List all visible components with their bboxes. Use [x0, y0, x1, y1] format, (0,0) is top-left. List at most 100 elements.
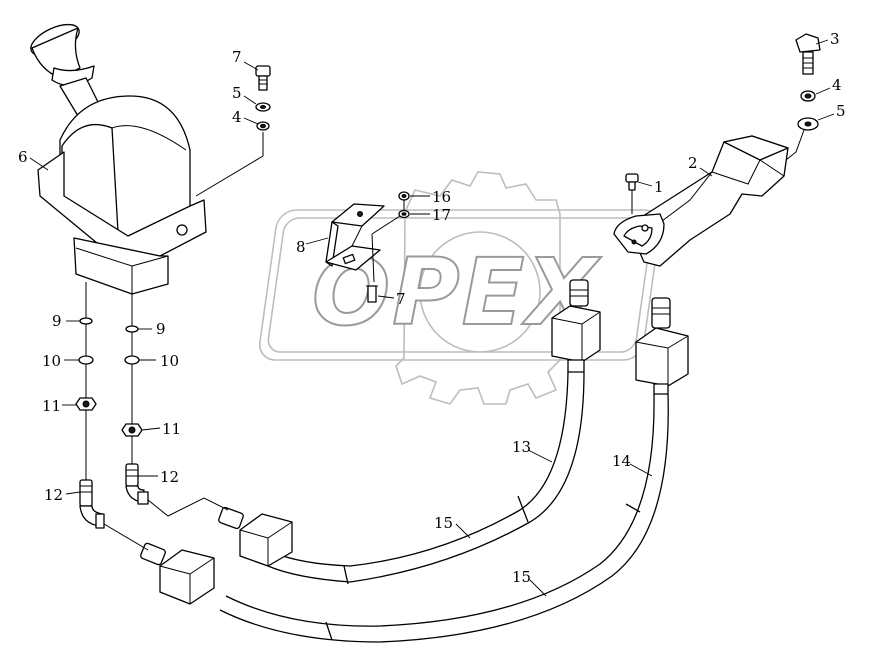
callout-10a: 10 — [42, 352, 61, 370]
bracket-leader — [371, 233, 375, 283]
washer-4-right-hole — [804, 93, 812, 99]
hose-14-lower-nipple — [140, 542, 166, 566]
callout-4l: 4 — [232, 108, 242, 126]
watermark-frame-inner — [267, 217, 653, 353]
leader-1 — [637, 181, 653, 187]
fitting-14-hex-edge — [635, 335, 689, 386]
leader-2 — [699, 167, 713, 177]
bracket-vertical-leg — [325, 221, 339, 267]
lever-pivot-dot — [631, 239, 637, 245]
washer-5-left-hole — [260, 105, 266, 109]
leader-14 — [629, 463, 653, 477]
leader-7b — [377, 295, 395, 299]
leader-15b — [529, 579, 547, 597]
hose-14-inner — [219, 393, 669, 643]
hand-brake-valve — [30, 23, 207, 295]
callout-11b: 11 — [162, 420, 181, 438]
hose-13-lower-nipple — [218, 506, 244, 530]
screw-1 — [625, 173, 639, 214]
callout-5r: 5 — [836, 102, 846, 120]
hose-13-outer — [271, 371, 569, 567]
fitting-14-hex — [635, 327, 689, 387]
valve-mounting-flange — [37, 151, 207, 263]
callout-8: 8 — [296, 238, 306, 256]
stack-16-17-leader — [371, 215, 401, 235]
leader-8 — [305, 237, 329, 245]
callout-14: 14 — [612, 452, 631, 470]
lever-hole — [641, 224, 649, 232]
elbow-fitting-12b-body — [125, 463, 139, 487]
hose-13-inner — [267, 371, 585, 583]
o-ring-9a — [79, 317, 93, 325]
leader-5l — [243, 95, 257, 105]
valve-knob-body — [31, 27, 81, 79]
screw-7-lower — [367, 285, 377, 303]
valve-housing-edge — [111, 125, 187, 151]
hose-14 — [103, 393, 669, 643]
bracket-slot — [342, 253, 356, 265]
fitting-13-hex — [551, 305, 601, 363]
lever-grip-edge2 — [759, 159, 785, 177]
hose-14-top-fitting — [635, 297, 689, 395]
callout-10b: 10 — [160, 352, 179, 370]
callout-13: 13 — [512, 438, 531, 456]
leader-5r — [817, 113, 835, 121]
hose-14-outer — [225, 393, 655, 627]
callout-12b: 12 — [160, 468, 179, 486]
washer-16-hole — [401, 194, 407, 198]
fitting-14-tail — [653, 383, 669, 395]
callout-15b: 15 — [512, 568, 531, 586]
hose-13-sleeve-a — [517, 495, 529, 523]
callout-2: 2 — [688, 154, 698, 172]
lever-grip-top — [723, 135, 789, 161]
callout-11a: 11 — [42, 397, 61, 415]
elbow-12a-outlet — [95, 513, 105, 529]
bolt-stack-left — [195, 65, 271, 197]
callout-15a: 15 — [434, 514, 453, 532]
hose-14-lower-hex — [159, 549, 215, 605]
callout-6: 6 — [18, 148, 28, 166]
lever-grip-edge — [711, 159, 761, 185]
o-ring-10b — [124, 355, 140, 365]
hose-13-routing-line — [147, 497, 229, 517]
valve-housing-slot — [61, 123, 119, 233]
bracket-hole — [357, 211, 363, 217]
leader-15a — [455, 523, 471, 539]
hose-14-sleeve-b — [325, 621, 333, 641]
hand-brake-lever — [613, 129, 805, 267]
valve-lower-block — [73, 237, 169, 295]
watermark-gear-outline — [395, 171, 561, 405]
lever-leader-to-washer — [785, 129, 805, 161]
leader-3 — [815, 39, 829, 45]
bolt-stack-right — [795, 33, 821, 131]
leader-4l — [243, 117, 259, 125]
hose-13-sleeve-b — [343, 565, 349, 585]
callout-7b: 7 — [396, 290, 406, 308]
hose-14-sleeve-a — [625, 503, 641, 513]
callout-labels: 1 2 3 4 5 4 5 6 7 7 8 9 9 10 10 11 11 12… — [18, 30, 846, 586]
lever-arm-edge — [649, 171, 713, 231]
callout-12a: 12 — [44, 486, 63, 504]
bolt-3-head — [795, 33, 821, 53]
elbow-fitting-12a-body — [79, 479, 93, 507]
callout-1: 1 — [654, 178, 664, 196]
fitting-13-nipple — [569, 279, 589, 307]
hose-14-lower-hex-edge — [159, 557, 215, 604]
leader-13 — [527, 449, 553, 463]
callout-7a: 7 — [232, 48, 242, 66]
screw-1-head — [625, 173, 639, 183]
fitting-13-tail — [567, 359, 585, 373]
washer-5-right-hole — [804, 121, 812, 127]
fitting-14-nipple — [651, 297, 671, 329]
watermark-frame-outer — [258, 209, 661, 361]
callout-9b: 9 — [156, 320, 166, 338]
o-ring-10a — [78, 355, 94, 365]
callout-4r: 4 — [832, 76, 842, 94]
bolt-7-head — [255, 65, 271, 77]
hose-13-lower-hex — [239, 513, 293, 567]
left-fitting-stack-b — [121, 292, 149, 505]
flange-bolt-hole — [176, 224, 188, 236]
opex-watermark-logo: OPEX — [258, 171, 661, 405]
elbow-12b-outlet — [137, 491, 149, 505]
callout-17: 17 — [432, 206, 451, 224]
